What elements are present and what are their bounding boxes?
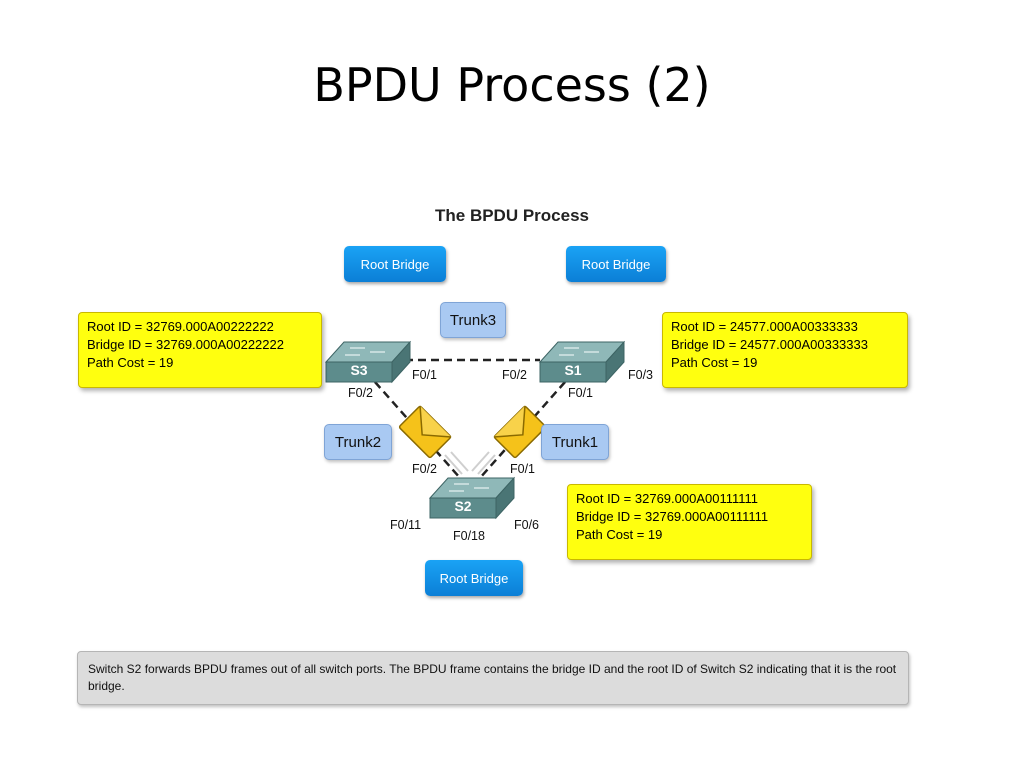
switch-s3-icon: [324, 340, 412, 384]
s3-bridge-id: Bridge ID = 32769.000A00222222: [87, 337, 284, 352]
port-s2-f02: F0/2: [412, 462, 438, 476]
s1-path-cost: Path Cost = 19: [671, 355, 758, 370]
trunk3-label: Trunk3: [440, 302, 506, 338]
s2-bridge-id: Bridge ID = 32769.000A00111111: [576, 509, 769, 524]
port-s1-f02: F0/2: [502, 368, 528, 382]
bpdu-motion-streaks: [444, 451, 496, 475]
s3-path-cost: Path Cost = 19: [87, 355, 174, 370]
info-box-s1: Root ID = 24577.000A00333333 Bridge ID =…: [662, 312, 908, 388]
s2-path-cost: Path Cost = 19: [576, 527, 663, 542]
root-bridge-badge-s1: Root Bridge: [566, 246, 666, 282]
diagram-title: The BPDU Process: [435, 206, 589, 225]
switch-s3-label: S3: [350, 362, 368, 378]
port-s2-f06: F0/6: [514, 518, 540, 532]
switch-s1-icon: [538, 340, 626, 384]
s1-bridge-id: Bridge ID = 24577.000A00333333: [671, 337, 868, 352]
port-s3-f01: F0/1: [412, 368, 438, 382]
info-box-s2: Root ID = 32769.000A00111111 Bridge ID =…: [567, 484, 812, 560]
port-s2-f01: F0/1: [510, 462, 536, 476]
diagram-caption: Switch S2 forwards BPDU frames out of al…: [77, 651, 909, 705]
switch-s2-label: S2: [454, 498, 472, 514]
info-box-s3: Root ID = 32769.000A00222222 Bridge ID =…: [78, 312, 322, 388]
port-s2-f011: F0/11: [390, 518, 422, 532]
trunk2-label: Trunk2: [324, 424, 392, 460]
port-s2-f018: F0/18: [453, 529, 485, 543]
port-s3-f02: F0/2: [348, 386, 374, 400]
bpdu-envelope-icon: [493, 405, 547, 459]
s2-root-id: Root ID = 32769.000A00111111: [576, 491, 759, 506]
s1-root-id: Root ID = 24577.000A00333333: [671, 319, 858, 334]
port-s1-f03: F0/3: [628, 368, 654, 382]
slide-title: BPDU Process (2): [313, 58, 711, 112]
switch-s1-label: S1: [564, 362, 582, 378]
port-s1-f01: F0/1: [568, 386, 594, 400]
root-bridge-badge-s3: Root Bridge: [344, 246, 446, 282]
switch-s2-icon: [428, 476, 516, 520]
trunk1-label: Trunk1: [541, 424, 609, 460]
s3-root-id: Root ID = 32769.000A00222222: [87, 319, 274, 334]
root-bridge-badge-s2: Root Bridge: [425, 560, 523, 596]
bpdu-envelope-icon: [398, 405, 452, 459]
